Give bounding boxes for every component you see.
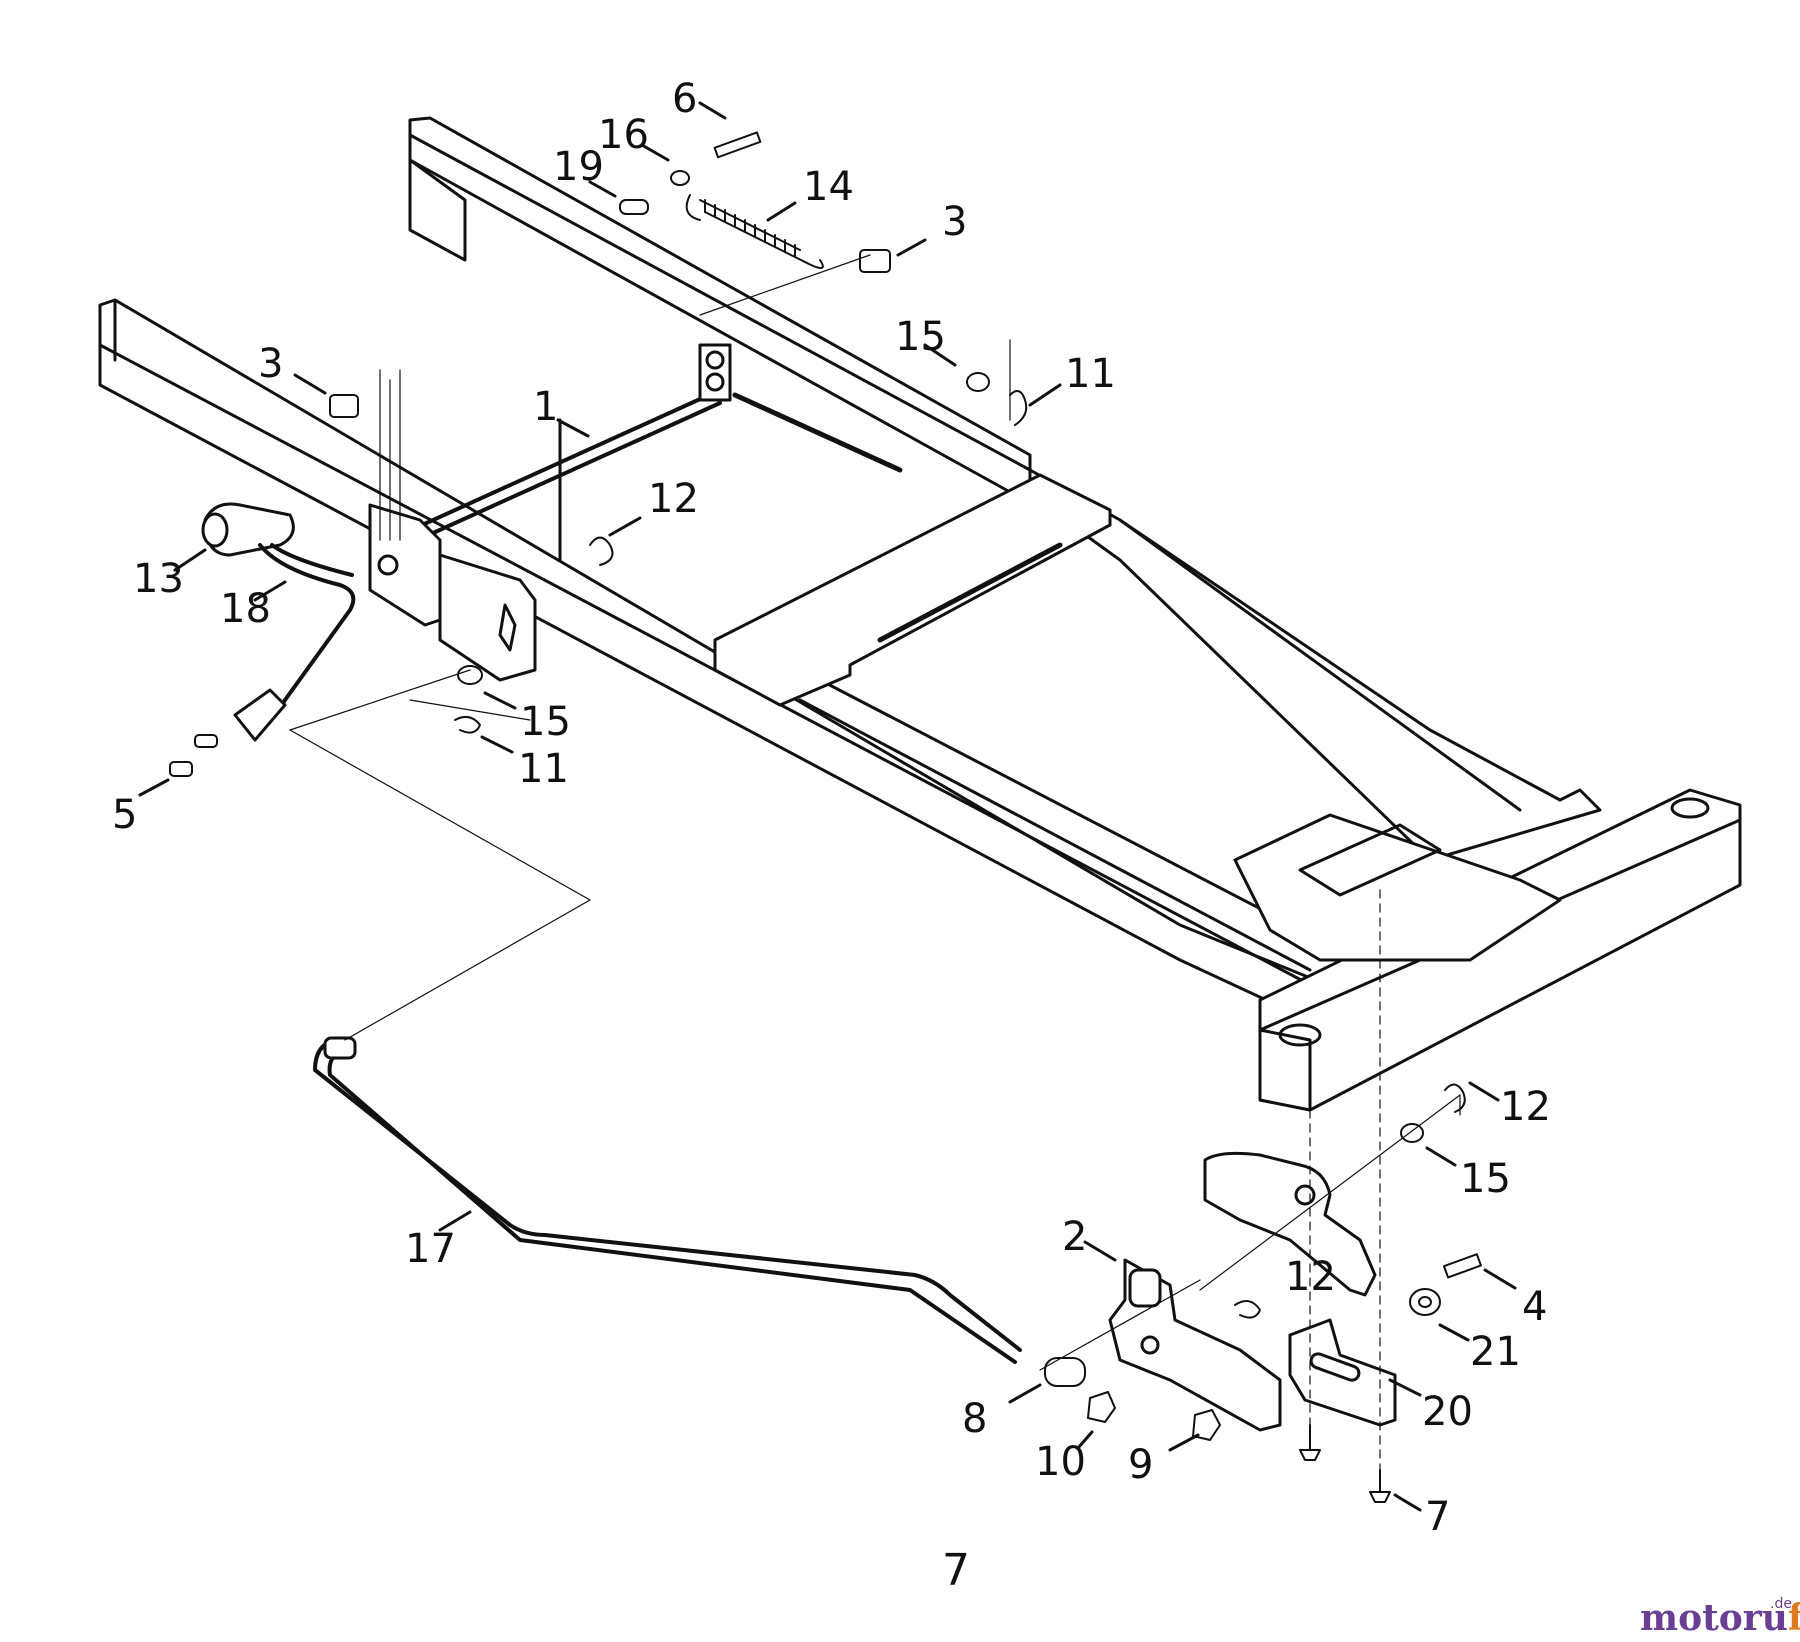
callout-16: 16 xyxy=(598,112,649,158)
callout-17: 17 xyxy=(405,1226,456,1272)
callout-12-bottom: 12 xyxy=(1285,1254,1336,1300)
callout-12-left: 12 xyxy=(648,476,699,522)
callout-21: 21 xyxy=(1470,1329,1521,1375)
callout-7: 7 xyxy=(1425,1494,1450,1540)
svg-text:motoruf: motoruf xyxy=(1640,1597,1800,1639)
callout-8: 8 xyxy=(962,1396,987,1442)
callout-19: 19 xyxy=(553,144,604,190)
assembly-lines xyxy=(289,254,1461,1481)
callout-13: 13 xyxy=(133,556,184,602)
callout-20: 20 xyxy=(1422,1389,1473,1435)
callout-15-right: 15 xyxy=(1460,1156,1511,1202)
callout-3-left: 3 xyxy=(258,341,283,387)
watermark-brand: motoru xyxy=(1640,1597,1788,1639)
callout-18: 18 xyxy=(220,586,271,632)
lift-rod xyxy=(313,1036,1022,1364)
front-lift-bracket xyxy=(1108,1258,1282,1432)
callout-11-top: 11 xyxy=(1065,351,1116,397)
callout-labels: 6 16 19 14 3 15 11 3 1 12 13 18 15 11 5 … xyxy=(112,76,1551,1596)
watermark-accent: f xyxy=(1788,1597,1800,1639)
callout-14: 14 xyxy=(803,164,854,210)
callout-5: 5 xyxy=(112,792,137,838)
frame-rear-cross-member xyxy=(408,116,1032,494)
lift-handle xyxy=(201,502,356,742)
left-rail-bracket xyxy=(368,503,537,682)
callout-12-right: 12 xyxy=(1500,1084,1551,1130)
callout-3-top: 3 xyxy=(942,199,967,245)
callout-11-left: 11 xyxy=(518,746,569,792)
frame-front-deck-plate xyxy=(1233,813,1562,962)
callout-10: 10 xyxy=(1035,1439,1086,1485)
front-upper-bracket xyxy=(1203,1151,1377,1297)
callout-leaders xyxy=(138,101,1517,1512)
callout-2: 2 xyxy=(1062,1214,1087,1260)
tension-spring xyxy=(685,194,824,269)
frame-center-plate xyxy=(713,473,1112,707)
callout-1: 1 xyxy=(533,384,558,430)
page-number: 7 xyxy=(942,1545,970,1596)
watermark-tld: .de xyxy=(1770,1596,1792,1612)
callout-4: 4 xyxy=(1522,1284,1547,1330)
frame-right-rail xyxy=(1028,468,1602,862)
callout-15-top: 15 xyxy=(895,314,946,360)
fasteners xyxy=(169,131,1482,1503)
callout-9: 9 xyxy=(1128,1442,1153,1488)
slotted-bracket xyxy=(1288,1318,1397,1427)
callout-6: 6 xyxy=(672,76,697,122)
rear-lift-shaft xyxy=(398,343,903,550)
callout-15-left: 15 xyxy=(520,699,571,745)
watermark-logo: motoruf .de xyxy=(1640,1596,1800,1639)
